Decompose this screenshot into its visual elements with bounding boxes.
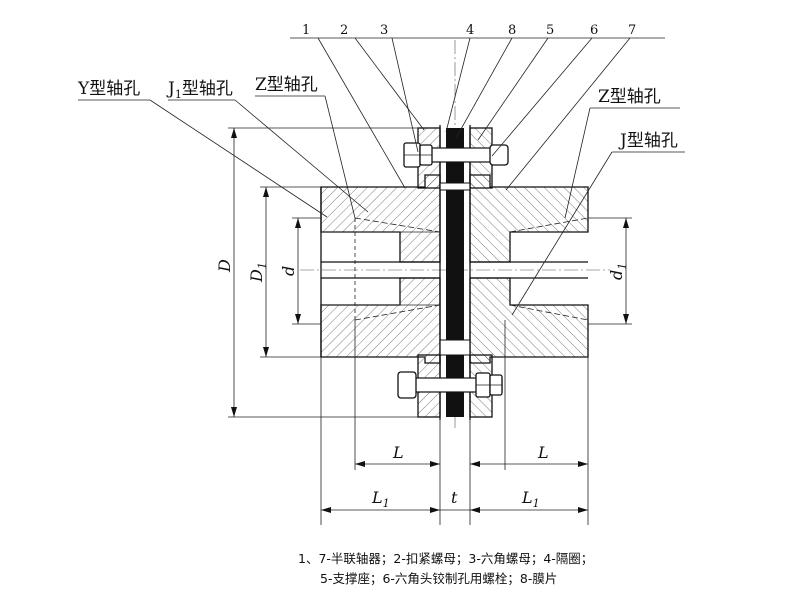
bore-label-z-type-left: Z型轴孔	[255, 75, 318, 95]
part-number-5: 5	[546, 23, 554, 38]
dimension-D: D	[215, 259, 234, 273]
part-number-7: 7	[628, 23, 636, 38]
part-number-3: 3	[380, 23, 388, 38]
horizontal-dimensions	[320, 320, 589, 525]
part-number-leaders	[290, 37, 665, 191]
dimension-L1-left: L1	[371, 488, 390, 510]
bolt-upper	[403, 142, 509, 168]
bore-label-z-type-right: Z型轴孔	[598, 87, 661, 107]
bore-label-leaders	[78, 95, 685, 316]
part-number-8: 8	[508, 23, 516, 38]
bore-label-j1-type: J1型轴孔	[166, 79, 233, 101]
caption-line-2: 5-支撑座；6-六角头铰制孔用螺栓；8-膜片	[320, 571, 557, 586]
dimension-t: t	[451, 488, 458, 507]
bore-label-y-type: Y型轴孔	[77, 79, 140, 99]
vertical-dimensions	[228, 127, 632, 418]
left-hub-lower-section	[320, 277, 441, 364]
dimension-d1: d1	[607, 263, 629, 280]
right-hub-lower-section	[469, 277, 589, 364]
caption-line-1: 1、7-半联轴器；2-扣紧螺母；3-六角螺母；4-隔圈；	[298, 551, 593, 566]
dimension-d: d	[279, 266, 298, 276]
dimension-D1: D1	[247, 262, 269, 283]
part-number-6: 6	[590, 23, 598, 38]
diaphragm-pack	[439, 125, 471, 420]
part-number-2: 2	[340, 23, 348, 38]
dimension-L1-right: L1	[521, 488, 540, 510]
dimension-L-left: L	[392, 443, 404, 462]
part-number-1: 1	[302, 23, 310, 38]
right-half-coupling	[469, 127, 589, 418]
part-number-4: 4	[466, 23, 474, 38]
left-half-coupling	[320, 127, 441, 418]
bolt-lower	[397, 371, 503, 399]
dimension-L-right: L	[537, 443, 549, 462]
bore-label-j-type: J型轴孔	[618, 131, 678, 151]
